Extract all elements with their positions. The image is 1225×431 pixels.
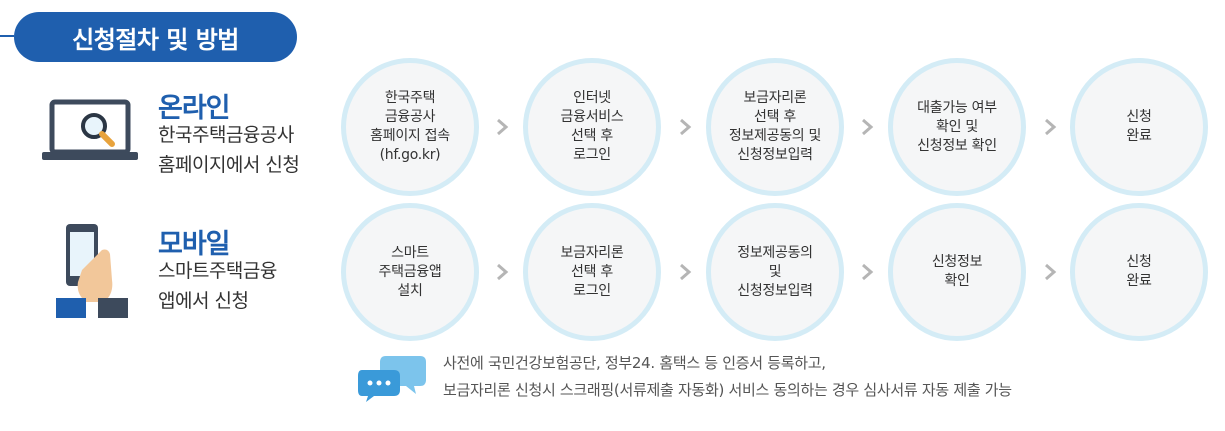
- mobile-title: 모바일: [158, 229, 231, 260]
- mobile-step-4-label: 신청정보 확인: [931, 254, 983, 289]
- note-line1: 사전에 국민건강보험공단, 정부24. 홈택스 등 인증서 등록하고,: [443, 354, 826, 372]
- online-step-4-label: 대출가능 여부 확인 및 신청정보 확인: [917, 99, 997, 154]
- chevron-right-icon: [1045, 263, 1057, 281]
- mobile-step-2-label: 보금자리론 선택 후 로그인: [560, 244, 624, 299]
- chat-bubbles-icon: [358, 356, 426, 402]
- mobile-step-5: 신청 완료: [1070, 203, 1208, 341]
- laptop-search-icon: [42, 99, 138, 160]
- section-title: 신청절차 및 방법: [14, 12, 297, 62]
- online-desc-line1: 한국주택금융공사: [158, 124, 294, 146]
- mobile-step-1: 스마트 주택금융앱 설치: [341, 203, 479, 341]
- mobile-step-5-label: 신청 완료: [1126, 254, 1152, 289]
- chevron-right-icon: [680, 118, 692, 136]
- online-step-5: 신청 완료: [1070, 58, 1208, 196]
- online-step-1: 한국주택 금융공사 홈페이지 접속 (hf.go.kr): [341, 58, 479, 196]
- online-step-3-label: 보금자리론 선택 후 정보제공동의 및 신청정보입력: [728, 90, 822, 163]
- mobile-step-2: 보금자리론 선택 후 로그인: [523, 203, 661, 341]
- online-step-5-label: 신청 완료: [1126, 109, 1152, 144]
- note-text: 사전에 국민건강보험공단, 정부24. 홈택스 등 인증서 등록하고, 보금자리…: [443, 350, 1012, 404]
- online-step-2-label: 인터넷 금융서비스 선택 후 로그인: [560, 90, 624, 163]
- chevron-right-icon: [862, 118, 874, 136]
- mobile-description: 스마트주택금융 앱에서 신청: [158, 256, 277, 316]
- online-step-3: 보금자리론 선택 후 정보제공동의 및 신청정보입력: [706, 58, 844, 196]
- chevron-right-icon: [862, 263, 874, 281]
- title-accent-line: [0, 35, 14, 37]
- mobile-step-1-label: 스마트 주택금융앱 설치: [378, 244, 442, 299]
- online-description: 한국주택금융공사 홈페이지에서 신청: [158, 120, 300, 180]
- chevron-right-icon: [497, 263, 509, 281]
- smartphone-hand-icon: [56, 224, 128, 318]
- mobile-step-3-label: 정보제공동의 및 신청정보입력: [737, 244, 813, 299]
- chevron-right-icon: [1045, 118, 1057, 136]
- mobile-desc-line1: 스마트주택금융: [158, 260, 277, 282]
- chevron-right-icon: [497, 118, 509, 136]
- online-step-4: 대출가능 여부 확인 및 신청정보 확인: [888, 58, 1026, 196]
- mobile-step-4: 신청정보 확인: [888, 203, 1026, 341]
- chevron-right-icon: [680, 263, 692, 281]
- mobile-step-3: 정보제공동의 및 신청정보입력: [706, 203, 844, 341]
- mobile-desc-line2: 앱에서 신청: [158, 290, 249, 312]
- online-step-2: 인터넷 금융서비스 선택 후 로그인: [523, 58, 661, 196]
- online-desc-line2: 홈페이지에서 신청: [158, 154, 300, 176]
- online-step-1-label: 한국주택 금융공사 홈페이지 접속 (hf.go.kr): [370, 90, 450, 163]
- note-line2: 보금자리론 신청시 스크래핑(서류제출 자동화) 서비스 동의하는 경우 심사서…: [443, 381, 1012, 399]
- online-title: 온라인: [158, 93, 231, 124]
